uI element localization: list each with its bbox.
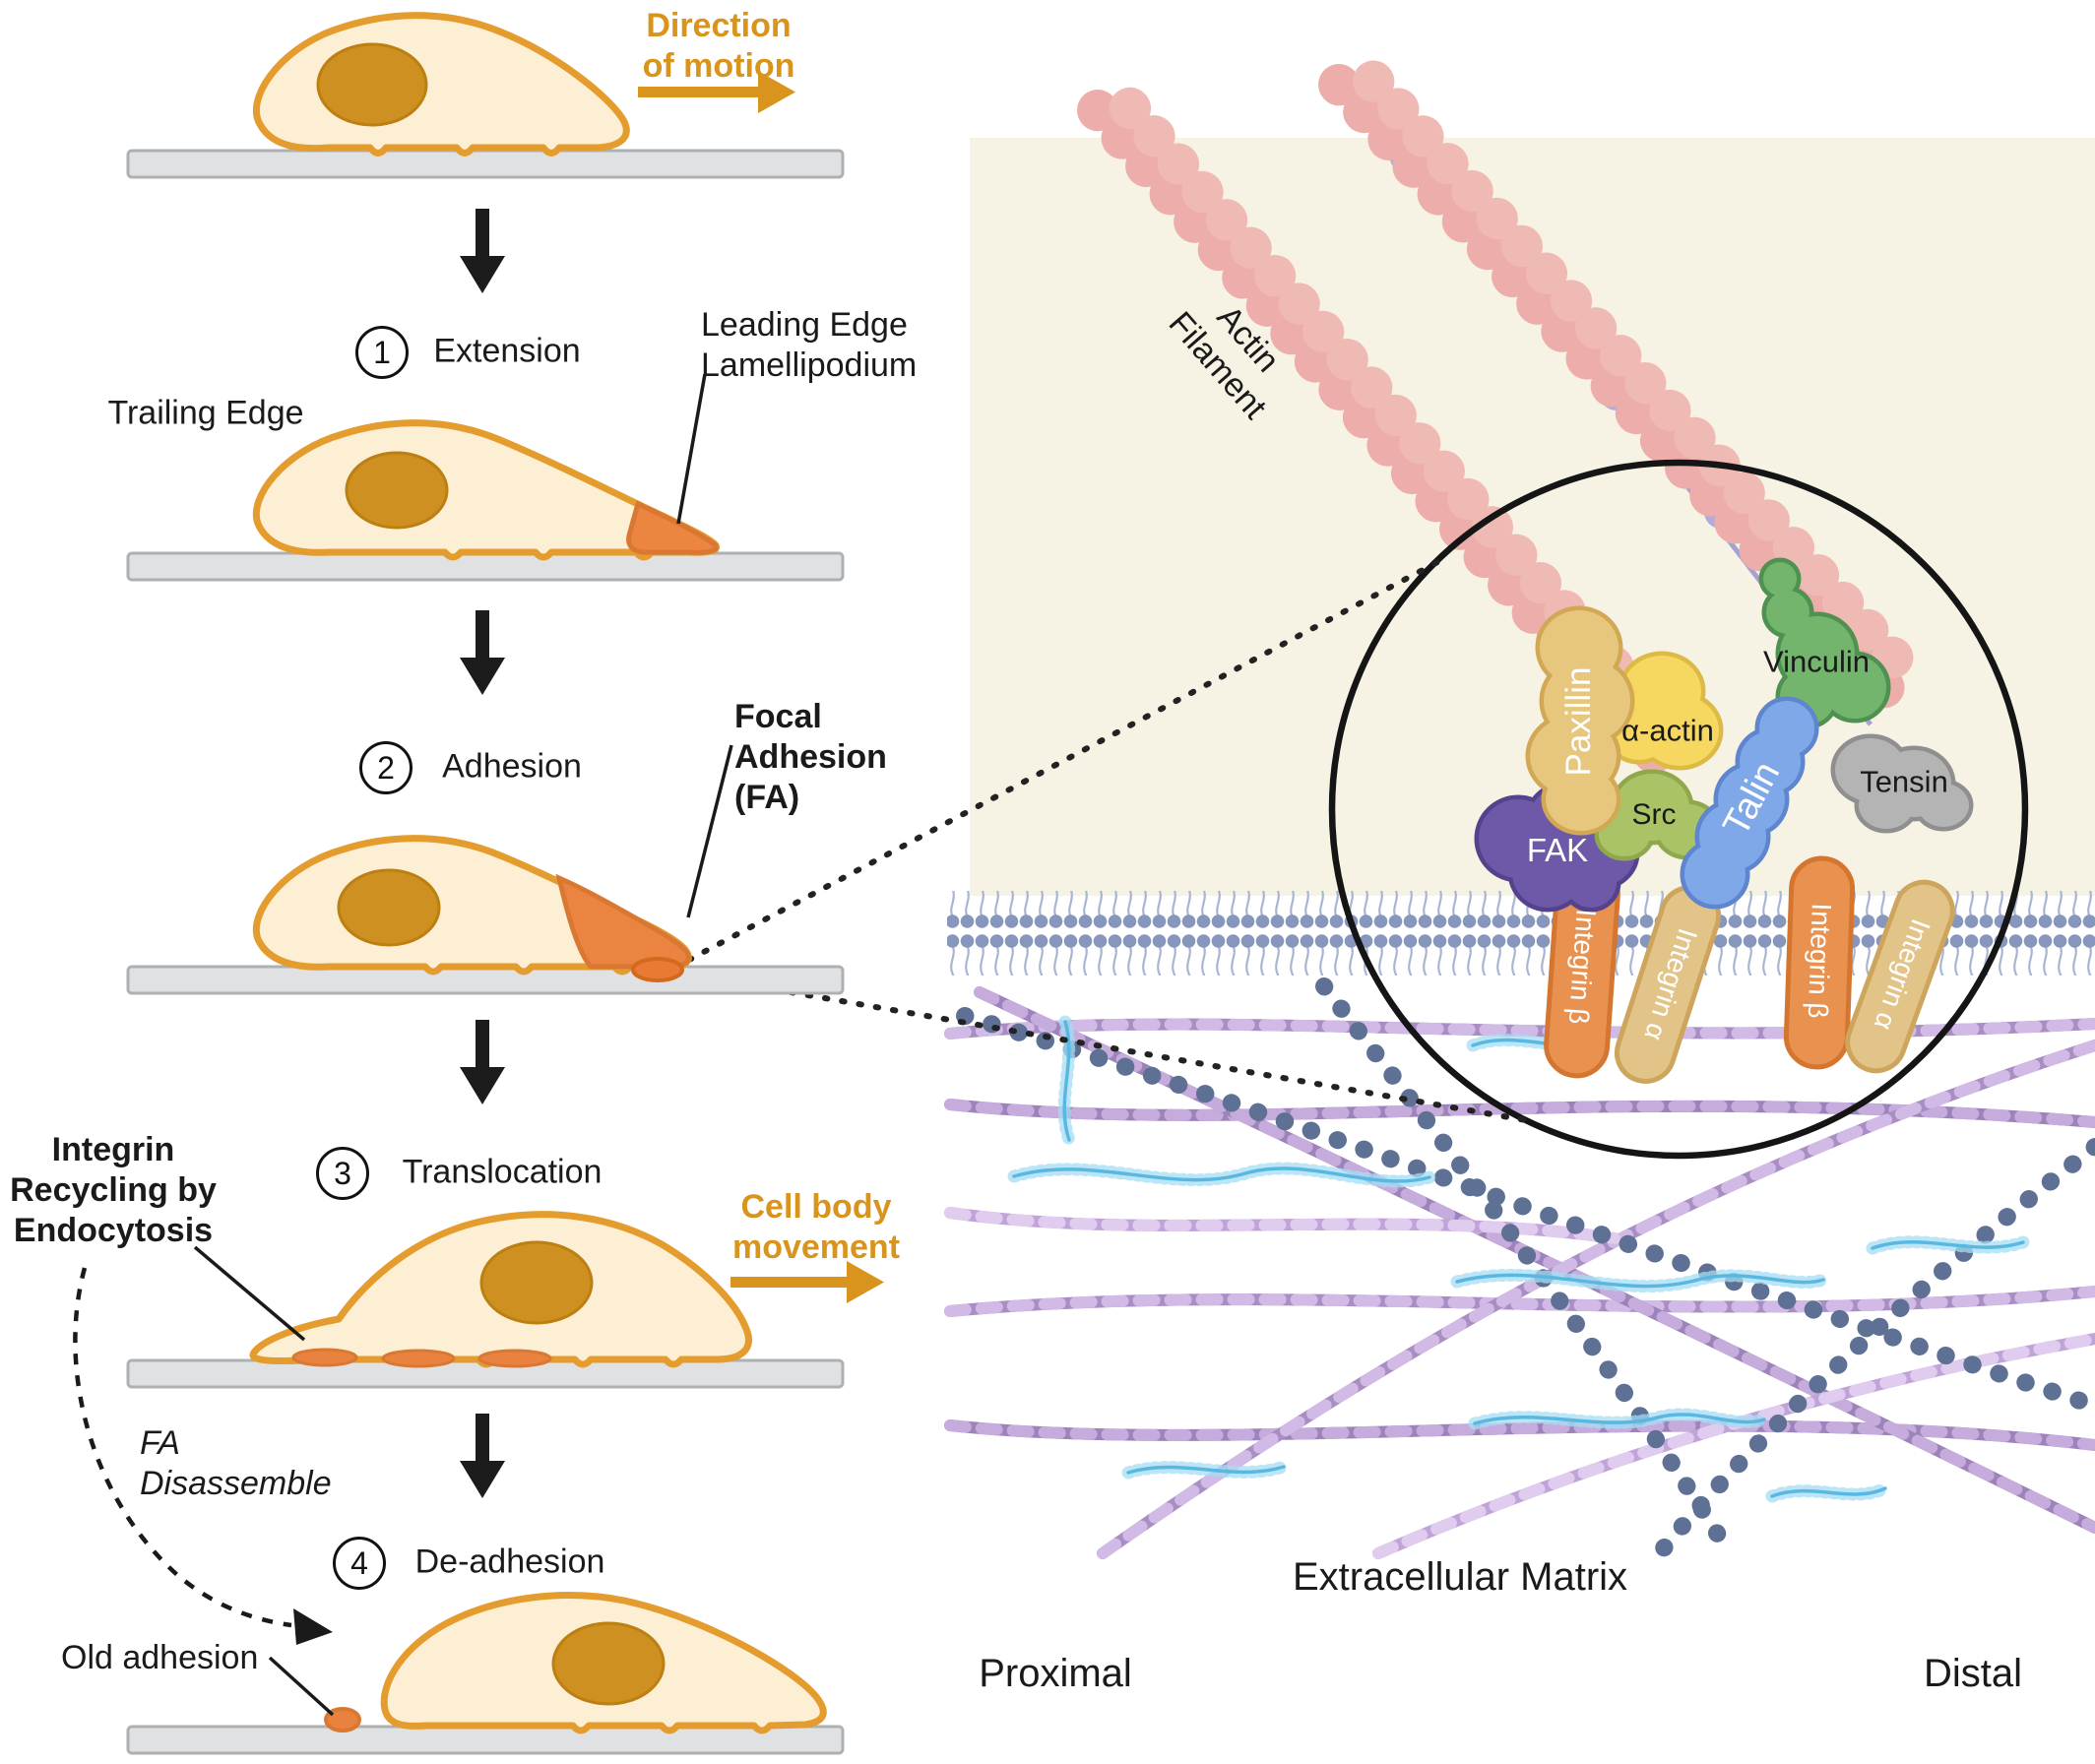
ecm-proteoglycan-chains [956,977,2095,1559]
integrin-recycling-line-3: Endocytosis [13,1211,214,1249]
trailing-edge-label: Trailing Edge [107,394,304,432]
focal-adhesion-label: Focal Adhesion (FA) [734,697,887,817]
nucleus [337,868,441,947]
annotation-pointer-lines [193,373,733,1717]
leading-edge-line-1: Leading Edge [701,306,908,344]
step-3-badge: 3 [316,1147,369,1200]
cell-adhesion [252,835,692,982]
focal-adhesion-line-2: Adhesion [734,737,887,776]
step-4-badge: 4 [333,1537,386,1590]
src-label: Src [1631,798,1677,831]
step-2-label: Adhesion [442,747,582,786]
old-adhesion-blob [324,1707,361,1732]
integrin-recycling-line-1: Integrin [51,1131,175,1168]
cell-extension [252,419,720,561]
fa-disassemble-line-2: Disassemble [140,1464,332,1502]
zoom-circle [1328,459,2029,1160]
cell-body-movement-label: Cell body movement [725,1187,908,1268]
fa-disassemble-line-1: FA [140,1424,180,1462]
fa-disassemble-arrow [73,1267,333,1645]
ecm-glycan-chains [1007,1015,2030,1503]
cell-deadhesion [324,1592,827,1734]
step-1-badge: 1 [355,326,409,379]
extracellular-matrix-label: Extracellular Matrix [1292,1555,1628,1599]
vinculin-label: Vinculin [1762,644,1871,679]
old-adhesion-label: Old adhesion [61,1639,259,1676]
cell-initial [253,12,630,157]
zoom-connector-lines [686,558,1529,1123]
paxillin-label: Paxillin [1559,666,1598,777]
alpha-actin-label: α-actin [1621,713,1714,748]
focal-adhesion-blob [631,957,684,982]
nucleus [345,451,449,530]
tensin-label: Tensin [1860,764,1948,799]
fak-label: FAK [1526,832,1589,869]
step-3-label: Translocation [402,1153,603,1191]
cell-body-movement-arrow [730,1261,884,1303]
lamellipodium [626,500,719,555]
adhesion-strips [291,1348,552,1368]
direction-of-motion-label: Direction of motion [630,6,807,87]
integrin-recycling-label: Integrin Recycling by Endocytosis [0,1130,226,1250]
step-4-label: De-adhesion [414,1543,605,1581]
integrin-alpha-right-shape [1845,879,1955,1074]
step-1-label: Extension [433,332,581,370]
nucleus [551,1621,666,1706]
cell-body-movement-line-1: Cell body [740,1188,892,1226]
integrin-beta-right-label: Integrin β [1802,902,1837,1020]
direction-line-2: of motion [642,46,795,85]
direction-of-motion-arrow [638,71,795,113]
leading-edge-line-2: Lamellipodium [701,346,918,384]
ecm-fibers [944,977,2095,1559]
integrin-recycling-line-2: Recycling by [10,1170,217,1209]
leading-edge-label: Leading Edge Lamellipodium [701,305,917,386]
distal-label: Distal [1923,1652,2023,1695]
focal-adhesion-line-1: Focal [734,698,822,735]
fa-disassemble-label: FA Disassemble [140,1423,332,1504]
direction-line-1: Direction [646,7,792,44]
nucleus [316,42,428,127]
proximal-label: Proximal [979,1652,1132,1695]
nucleus [479,1240,594,1325]
focal-adhesion-line-3: (FA) [734,778,800,816]
step-2-badge: 2 [359,741,413,794]
leading-edge-region [555,873,691,970]
cell-body-movement-line-2: movement [731,1228,901,1266]
integrin-beta-right-shape [1783,855,1856,1070]
cell-translocation [249,1211,752,1368]
